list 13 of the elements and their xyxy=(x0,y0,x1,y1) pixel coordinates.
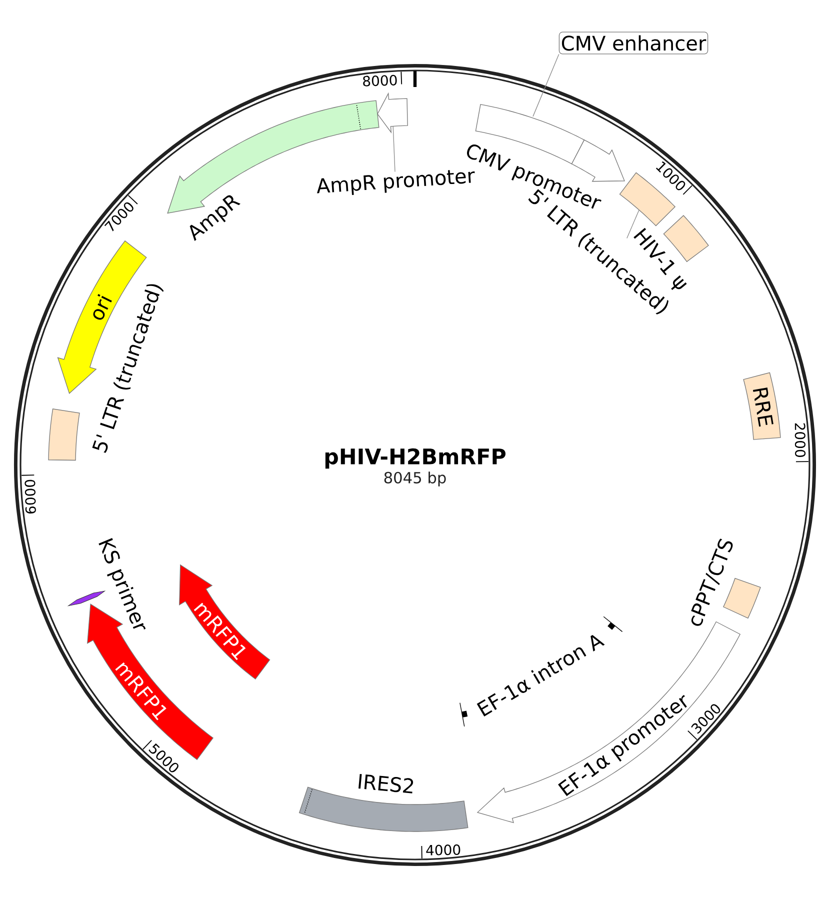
plasmid-name: pHIV-H2BmRFP xyxy=(325,448,506,469)
leader-line xyxy=(392,126,396,172)
callout-box: CMV enhancer xyxy=(558,32,708,54)
tick-label: 6000 xyxy=(24,480,36,514)
tick-label: 8000 xyxy=(363,74,397,86)
feature-label: IRES2 xyxy=(358,774,414,794)
plasmid-size: 8045 bp xyxy=(384,472,446,486)
tick-label: 4000 xyxy=(426,844,460,856)
tick-label: 2000 xyxy=(794,423,806,457)
feature-box: RRE xyxy=(743,372,781,440)
feature-label: AmpR promoter xyxy=(316,170,475,196)
leader-line xyxy=(626,210,640,239)
leader-line xyxy=(532,54,560,117)
